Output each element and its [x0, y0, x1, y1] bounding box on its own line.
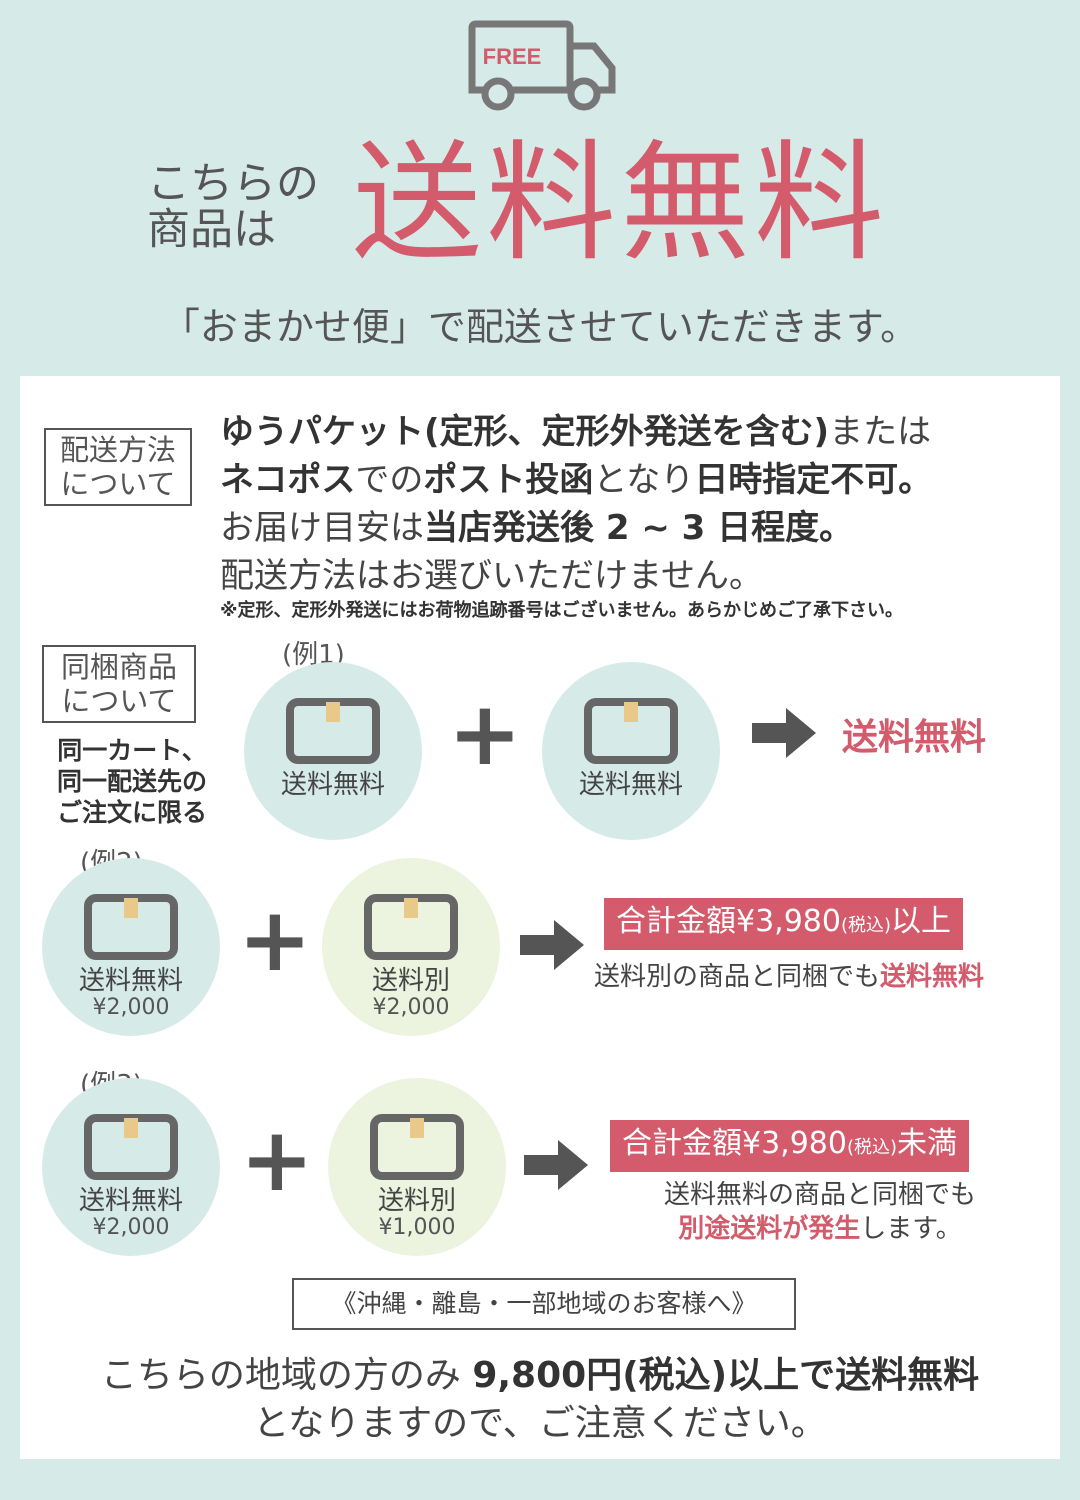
bundle-label: 同梱商品 について: [42, 645, 196, 723]
delivery-truck-icon: FREE: [468, 20, 616, 111]
region-line-1-start: こちらの地域の方のみ: [100, 1355, 473, 1396]
example-2-item-a-label: 送料無料: [78, 966, 183, 996]
shipping-line-2-bold-c: 日時指定不可。: [694, 460, 933, 500]
arrow-right-icon: [752, 708, 816, 758]
example-2-total-banner: 合計金額¥3,980(税込)以上: [604, 898, 964, 950]
example-2-banner-main: 合計金額¥3,980: [616, 904, 841, 939]
example-2-banner-end: 以上: [891, 904, 952, 939]
shipping-method-label: 配送方法 について: [44, 428, 192, 506]
region-line-1-bold: 9,800円(税込)以上で送料無料: [472, 1355, 980, 1396]
example-2-item-b-label: 送料別: [371, 966, 450, 996]
example-3-item-a-price: ¥2,000: [92, 1215, 170, 1240]
example-3-result: 送料無料の商品と同梱でも 別途送料が発生します。: [610, 1178, 1030, 1246]
shipping-line-2: ネコポスでのポスト投函となり日時指定不可。: [220, 452, 932, 501]
example-3-total-banner: 合計金額¥3,980(税込)未満: [610, 1120, 970, 1172]
example-3-item-b-label: 送料別: [377, 1186, 456, 1216]
free-badge: FREE: [483, 44, 542, 69]
package-icon: [370, 1114, 464, 1180]
example-3-item-b: 送料別 ¥1,000: [328, 1078, 506, 1256]
example-2-item-b: 送料別 ¥2,000: [322, 858, 500, 1036]
example-3-banner-end: 未満: [897, 1126, 958, 1161]
example-1-item-a: 送料無料: [244, 662, 422, 840]
package-icon: [584, 698, 678, 764]
plus-icon: +: [240, 1108, 314, 1211]
example-2-item-a: 送料無料 ¥2,000: [42, 858, 220, 1036]
shipping-line-2-mid: での: [355, 460, 424, 500]
plus-icon: +: [238, 888, 312, 991]
shipping-method-label-line2: について: [60, 467, 176, 501]
shipping-line-3: お届け目安は当店発送後 2 ~ 3 日程度。: [220, 500, 853, 549]
arrow-right-icon: [520, 920, 584, 970]
example-2-result: 送料別の商品と同梱でも送料無料: [594, 960, 984, 994]
shipping-line-3-start: お届け目安は: [220, 508, 424, 548]
example-3-item-a-label: 送料無料: [78, 1186, 183, 1216]
bundle-label-line2: について: [61, 684, 177, 718]
example-3-item-a: 送料無料 ¥2,000: [42, 1078, 220, 1256]
plus-icon: +: [448, 682, 522, 785]
shipping-line-4: 配送方法はお選びいただけません。: [220, 556, 763, 596]
shipping-line-2-bold-a: ネコポス: [220, 460, 356, 500]
intro-line-2: 商品は: [147, 205, 276, 255]
example-3-result-red: 別途送料が発生: [678, 1214, 861, 1244]
bundle-limit-line2: 同一配送先の: [56, 767, 207, 796]
example-3-item-b-price: ¥1,000: [378, 1215, 456, 1240]
example-3-result-line1: 送料無料の商品と同梱でも: [663, 1180, 976, 1210]
shipping-line-1: ゆうパケット(定形、定形外発送を含む)または: [220, 404, 931, 453]
example-2-result-text: 送料別の商品と同梱でも: [594, 962, 881, 992]
example-3-banner-tax: (税込): [846, 1137, 898, 1158]
bundle-limit-line1: 同一カート、: [57, 736, 207, 765]
package-icon: [84, 1114, 178, 1180]
bundle-limit-line3: ご注文に限る: [56, 798, 207, 827]
example-1-item-b: 送料無料: [542, 662, 720, 840]
example-1-item-b-label: 送料無料: [578, 770, 683, 800]
package-icon: [364, 894, 458, 960]
region-notice-label: 《沖縄・離島・一部地域のお客様へ》: [292, 1278, 796, 1330]
bundle-limit-note: 同一カート、 同一配送先の ご注文に限る: [42, 735, 222, 828]
page-subtitle: 「おまかせ便」で配送させていただきます。: [161, 305, 919, 349]
shipping-note: ※定形、定形外発送にはお荷物追跡番号はございません。あらかじめご了承下さい。: [220, 600, 903, 621]
shipping-line-1-rest: または: [829, 412, 932, 452]
example-2-banner-tax: (税込): [840, 915, 892, 936]
region-line-2: となりますので、ご注意ください。: [253, 1403, 827, 1444]
example-3-result-end: します。: [860, 1214, 962, 1244]
example-3-banner-main: 合計金額¥3,980: [622, 1126, 847, 1161]
example-2-result-red: 送料無料: [880, 962, 985, 992]
shipping-line-2-mid2: となり: [593, 460, 695, 500]
shipping-line-1-bold: ゆうパケット(定形、定形外発送を含む): [220, 412, 830, 452]
shipping-method-label-line1: 配送方法: [59, 433, 176, 467]
region-line-1: こちらの地域の方のみ 9,800円(税込)以上で送料無料: [0, 1346, 1080, 1398]
bundle-label-line1: 同梱商品: [60, 650, 177, 684]
example-2-item-a-price: ¥2,000: [92, 995, 170, 1020]
example-2-item-b-price: ¥2,000: [372, 995, 450, 1020]
package-icon: [286, 698, 380, 764]
package-icon: [84, 894, 178, 960]
arrow-right-icon: [524, 1140, 588, 1190]
shipping-line-3-bold: 当店発送後 2 ~ 3 日程度。: [424, 508, 854, 548]
example-1-result: 送料無料: [842, 717, 987, 758]
shipping-line-2-bold-b: ポスト投函: [423, 460, 594, 500]
intro-line-1: こちらの: [147, 159, 319, 209]
example-1-item-a-label: 送料無料: [280, 770, 385, 800]
page-title: 送料無料: [352, 127, 889, 279]
